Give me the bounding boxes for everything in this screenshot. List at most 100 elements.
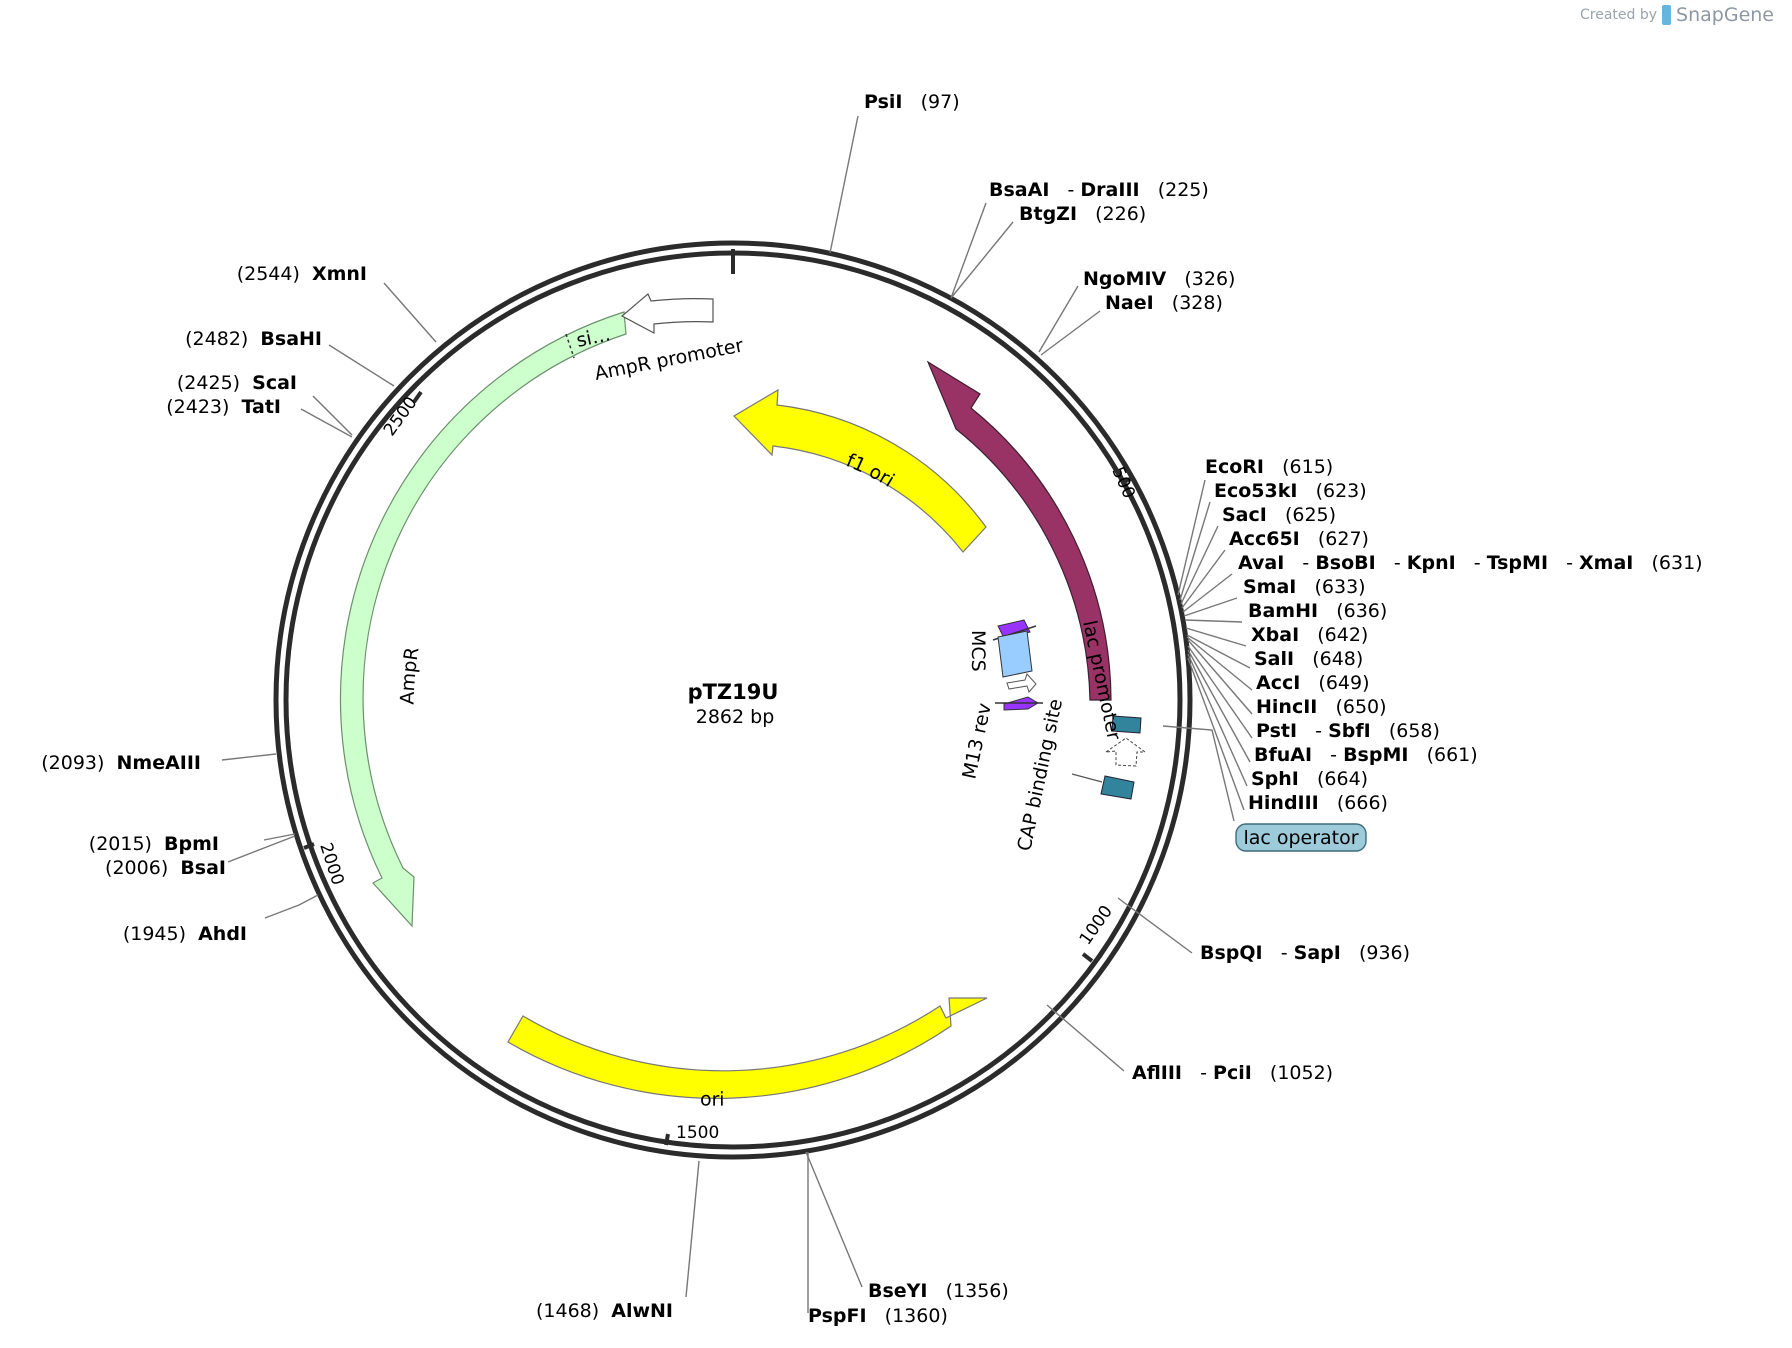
site-xbai-leader	[1185, 627, 1247, 647]
site-scai[interactable]: (2425) ScaI	[177, 372, 353, 436]
site-ecori-label: EcoRI (615)	[1205, 456, 1333, 478]
cap-leader	[1071, 773, 1103, 783]
site-avai[interactable]: AvaI - BsoBI - KpnI - TspMI - XmaI (631)	[1182, 552, 1703, 613]
site-hincii[interactable]: HincII (650)	[1187, 639, 1387, 718]
signal-sequence-label: si…	[574, 323, 612, 352]
site-position: (633)	[1296, 576, 1365, 598]
cap-binding-site-feature[interactable]	[1100, 775, 1135, 800]
site-smai-leader	[1183, 597, 1238, 617]
site-ahdi[interactable]: (1945) AhdI	[123, 894, 319, 945]
snapgene-credit: Created by SnapGene	[1580, 4, 1774, 26]
mcs-feature[interactable]	[997, 630, 1033, 678]
site-bfuai-leader	[1187, 649, 1251, 763]
site-xmni[interactable]: (2544) XmnI	[237, 263, 437, 343]
site-tati[interactable]: (2423) TatI	[166, 396, 353, 438]
enzyme-name: AvaI	[1238, 552, 1284, 574]
site-saci[interactable]: SacI (625)	[1180, 504, 1336, 605]
site-bfuai[interactable]: BfuAI - BspMI (661)	[1187, 649, 1478, 766]
site-naei[interactable]: NaeI (328)	[1040, 292, 1223, 356]
site-saci-leader	[1180, 525, 1219, 605]
site-bsai-label: (2006) BsaI	[105, 857, 226, 879]
enzyme-name: BpmI	[164, 833, 219, 855]
site-acc65i[interactable]: Acc65I (627)	[1181, 528, 1369, 609]
site-xbai-label: XbaI (642)	[1251, 624, 1368, 646]
site-smai[interactable]: SmaI (633)	[1183, 576, 1366, 617]
site-bamhi-label: BamHI (636)	[1248, 600, 1387, 622]
site-nmeaiii[interactable]: (2093) NmeAIII	[41, 752, 277, 774]
site-naei-label: NaeI (328)	[1105, 292, 1223, 314]
site-bsahi[interactable]: (2482) BsaHI	[185, 328, 395, 387]
site-ngomiv-leader	[1038, 285, 1079, 353]
lac-operator-box[interactable]	[1111, 715, 1142, 734]
site-bspqi-leader	[1117, 897, 1193, 954]
enzyme-name: Acc65I	[1229, 528, 1300, 550]
site-position: (326)	[1166, 268, 1235, 290]
f1-ori-feature[interactable]	[733, 388, 987, 553]
enzyme-name: BspMI	[1343, 744, 1408, 766]
restriction-sites: PsiI (97) BsaAI - DraIII (225)BtgZI (226)…	[41, 91, 1702, 1327]
site-hindiii[interactable]: HindIII (666)	[1187, 657, 1388, 814]
site-bfuai-label: BfuAI - BspMI (661)	[1254, 744, 1478, 766]
site-bspqi[interactable]: BspQI - SapI (936)	[1117, 897, 1410, 964]
site-bamhi[interactable]: BamHI (636)	[1184, 600, 1387, 623]
ampr-feature[interactable]	[339, 311, 627, 928]
lac-operator-badge[interactable]	[1235, 823, 1367, 852]
lac-operator-leader	[1162, 725, 1235, 822]
enzyme-name: BsoBI	[1315, 552, 1375, 574]
enzyme-name: XbaI	[1251, 624, 1299, 646]
site-btgzi[interactable]: BtgZI (226)	[950, 203, 1146, 299]
site-pspfi[interactable]: PspFI (1360)	[807, 1152, 948, 1327]
site-avai-leader	[1182, 573, 1233, 613]
enzyme-name: XmaI	[1579, 552, 1633, 574]
site-position: (2482)	[185, 328, 260, 350]
lac-operator-small-arrow	[1006, 673, 1037, 693]
site-position: (615)	[1264, 456, 1333, 478]
site-bpmi-leader	[263, 833, 296, 841]
lac-promoter-feature[interactable]	[1104, 737, 1147, 767]
ampr-promoter-feature[interactable]	[620, 293, 714, 334]
site-ecori[interactable]: EcoRI (615)	[1177, 456, 1333, 596]
tick-label-1500: 1500	[676, 1123, 719, 1143]
site-hincii-leader	[1187, 639, 1253, 715]
site-psti-label: PstI - SbfI (658)	[1256, 720, 1440, 742]
site-ngomiv[interactable]: NgoMIV (326)	[1038, 268, 1235, 353]
site-sali[interactable]: SalI (648)	[1186, 634, 1363, 670]
ori-feature[interactable]	[507, 997, 988, 1099]
site-bamhi-leader	[1184, 619, 1243, 623]
enzyme-name: KpnI	[1407, 552, 1456, 574]
site-psii[interactable]: PsiI (97)	[829, 91, 960, 254]
site-acci[interactable]: AccI (649)	[1186, 636, 1370, 694]
site-alwni[interactable]: (1468) AlwNI	[536, 1160, 700, 1322]
site-position: (936)	[1341, 942, 1410, 964]
site-bsaai[interactable]: BsaAI - DraIII (225)	[950, 179, 1209, 299]
lacz-feature[interactable]	[926, 360, 1112, 701]
site-bpmi[interactable]: (2015) BpmI	[89, 833, 296, 855]
site-ahdi-leader	[264, 894, 319, 919]
site-psti-leader	[1187, 645, 1253, 739]
site-xbai[interactable]: XbaI (642)	[1185, 624, 1368, 647]
enzyme-name: BsaAI	[989, 179, 1049, 201]
site-psii-label: PsiI (97)	[864, 91, 960, 113]
site-sphi-label: SphI (664)	[1251, 768, 1368, 790]
ampr-label: AmpR	[397, 646, 424, 705]
site-psti[interactable]: PstI - SbfI (658)	[1187, 645, 1440, 742]
site-separator: -	[1182, 1062, 1213, 1084]
enzyme-name: TatI	[242, 396, 281, 418]
site-sphi[interactable]: SphI (664)	[1187, 653, 1368, 790]
site-afliii[interactable]: AflIII - PciI (1052)	[1046, 1004, 1333, 1084]
site-position: (623)	[1297, 480, 1366, 502]
site-btgzi-label: BtgZI (226)	[1019, 203, 1146, 225]
site-bseyi[interactable]: BseYI (1356)	[805, 1151, 1009, 1302]
site-sali-leader	[1186, 634, 1251, 669]
site-position: (225)	[1140, 179, 1209, 201]
site-position: (649)	[1300, 672, 1369, 694]
credit-brand: SnapGene	[1676, 4, 1774, 26]
site-hindiii-leader	[1187, 657, 1245, 811]
site-bsai[interactable]: (2006) BsaI	[105, 835, 296, 879]
site-eco53ki[interactable]: Eco53kI (623)	[1179, 480, 1367, 601]
site-separator: -	[1284, 552, 1315, 574]
site-scai-leader	[312, 395, 353, 436]
site-position: (658)	[1371, 720, 1440, 742]
enzyme-name: BamHI	[1248, 600, 1318, 622]
tick-1000	[1081, 952, 1094, 963]
